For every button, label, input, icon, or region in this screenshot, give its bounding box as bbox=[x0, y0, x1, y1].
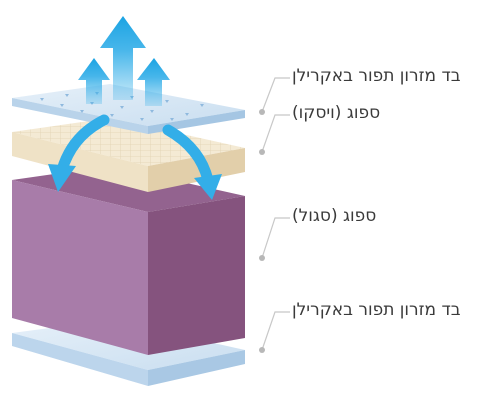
visco-foam-top-face bbox=[12, 118, 245, 166]
air-flow-up-arrows bbox=[78, 16, 170, 106]
visco-foam-layer bbox=[12, 118, 245, 192]
label-segol-foam: ספוג (סגול) bbox=[292, 206, 377, 226]
air-flow-curved-arrows bbox=[48, 114, 222, 200]
label-bottom-fabric: בד מזרון תפור באקרילן bbox=[292, 300, 461, 320]
leader-dot-segol bbox=[259, 255, 265, 261]
leader-dot-top-fabric bbox=[259, 109, 265, 115]
leader-lines bbox=[261, 77, 290, 351]
leader-line-segol bbox=[261, 217, 290, 259]
top-fabric-left-edge bbox=[12, 98, 148, 134]
right-curved-arrow-head bbox=[194, 174, 222, 200]
center-up-arrow bbox=[100, 16, 146, 100]
segol-foam-side-face bbox=[148, 196, 245, 355]
leader-dot-visco bbox=[259, 149, 265, 155]
label-visco-foam: ספוג (ויסקו) bbox=[292, 103, 381, 123]
leader-line-top-fabric bbox=[261, 77, 290, 113]
segol-foam-front-face bbox=[12, 180, 148, 355]
bottom-fabric-right-edge bbox=[148, 350, 245, 386]
bottom-fabric-left-edge bbox=[12, 333, 148, 386]
right-up-arrow bbox=[137, 58, 170, 106]
segol-foam-block bbox=[12, 166, 245, 355]
leader-line-visco bbox=[261, 114, 290, 153]
visco-foam-front-face bbox=[12, 132, 148, 192]
label-top-fabric: בד מזרון תפור באקרילן bbox=[292, 66, 461, 86]
left-up-arrow bbox=[78, 58, 110, 104]
segol-foam-top-face bbox=[12, 166, 245, 212]
left-curved-arrow-head bbox=[48, 164, 76, 192]
left-curved-arrow-shaft bbox=[56, 114, 110, 176]
leader-dot-bottom-fabric bbox=[259, 347, 265, 353]
visco-foam-side-face bbox=[148, 148, 245, 192]
leader-dots bbox=[259, 109, 265, 353]
leader-line-bottom-fabric bbox=[261, 311, 290, 351]
right-curved-arrow-shaft bbox=[162, 124, 214, 186]
